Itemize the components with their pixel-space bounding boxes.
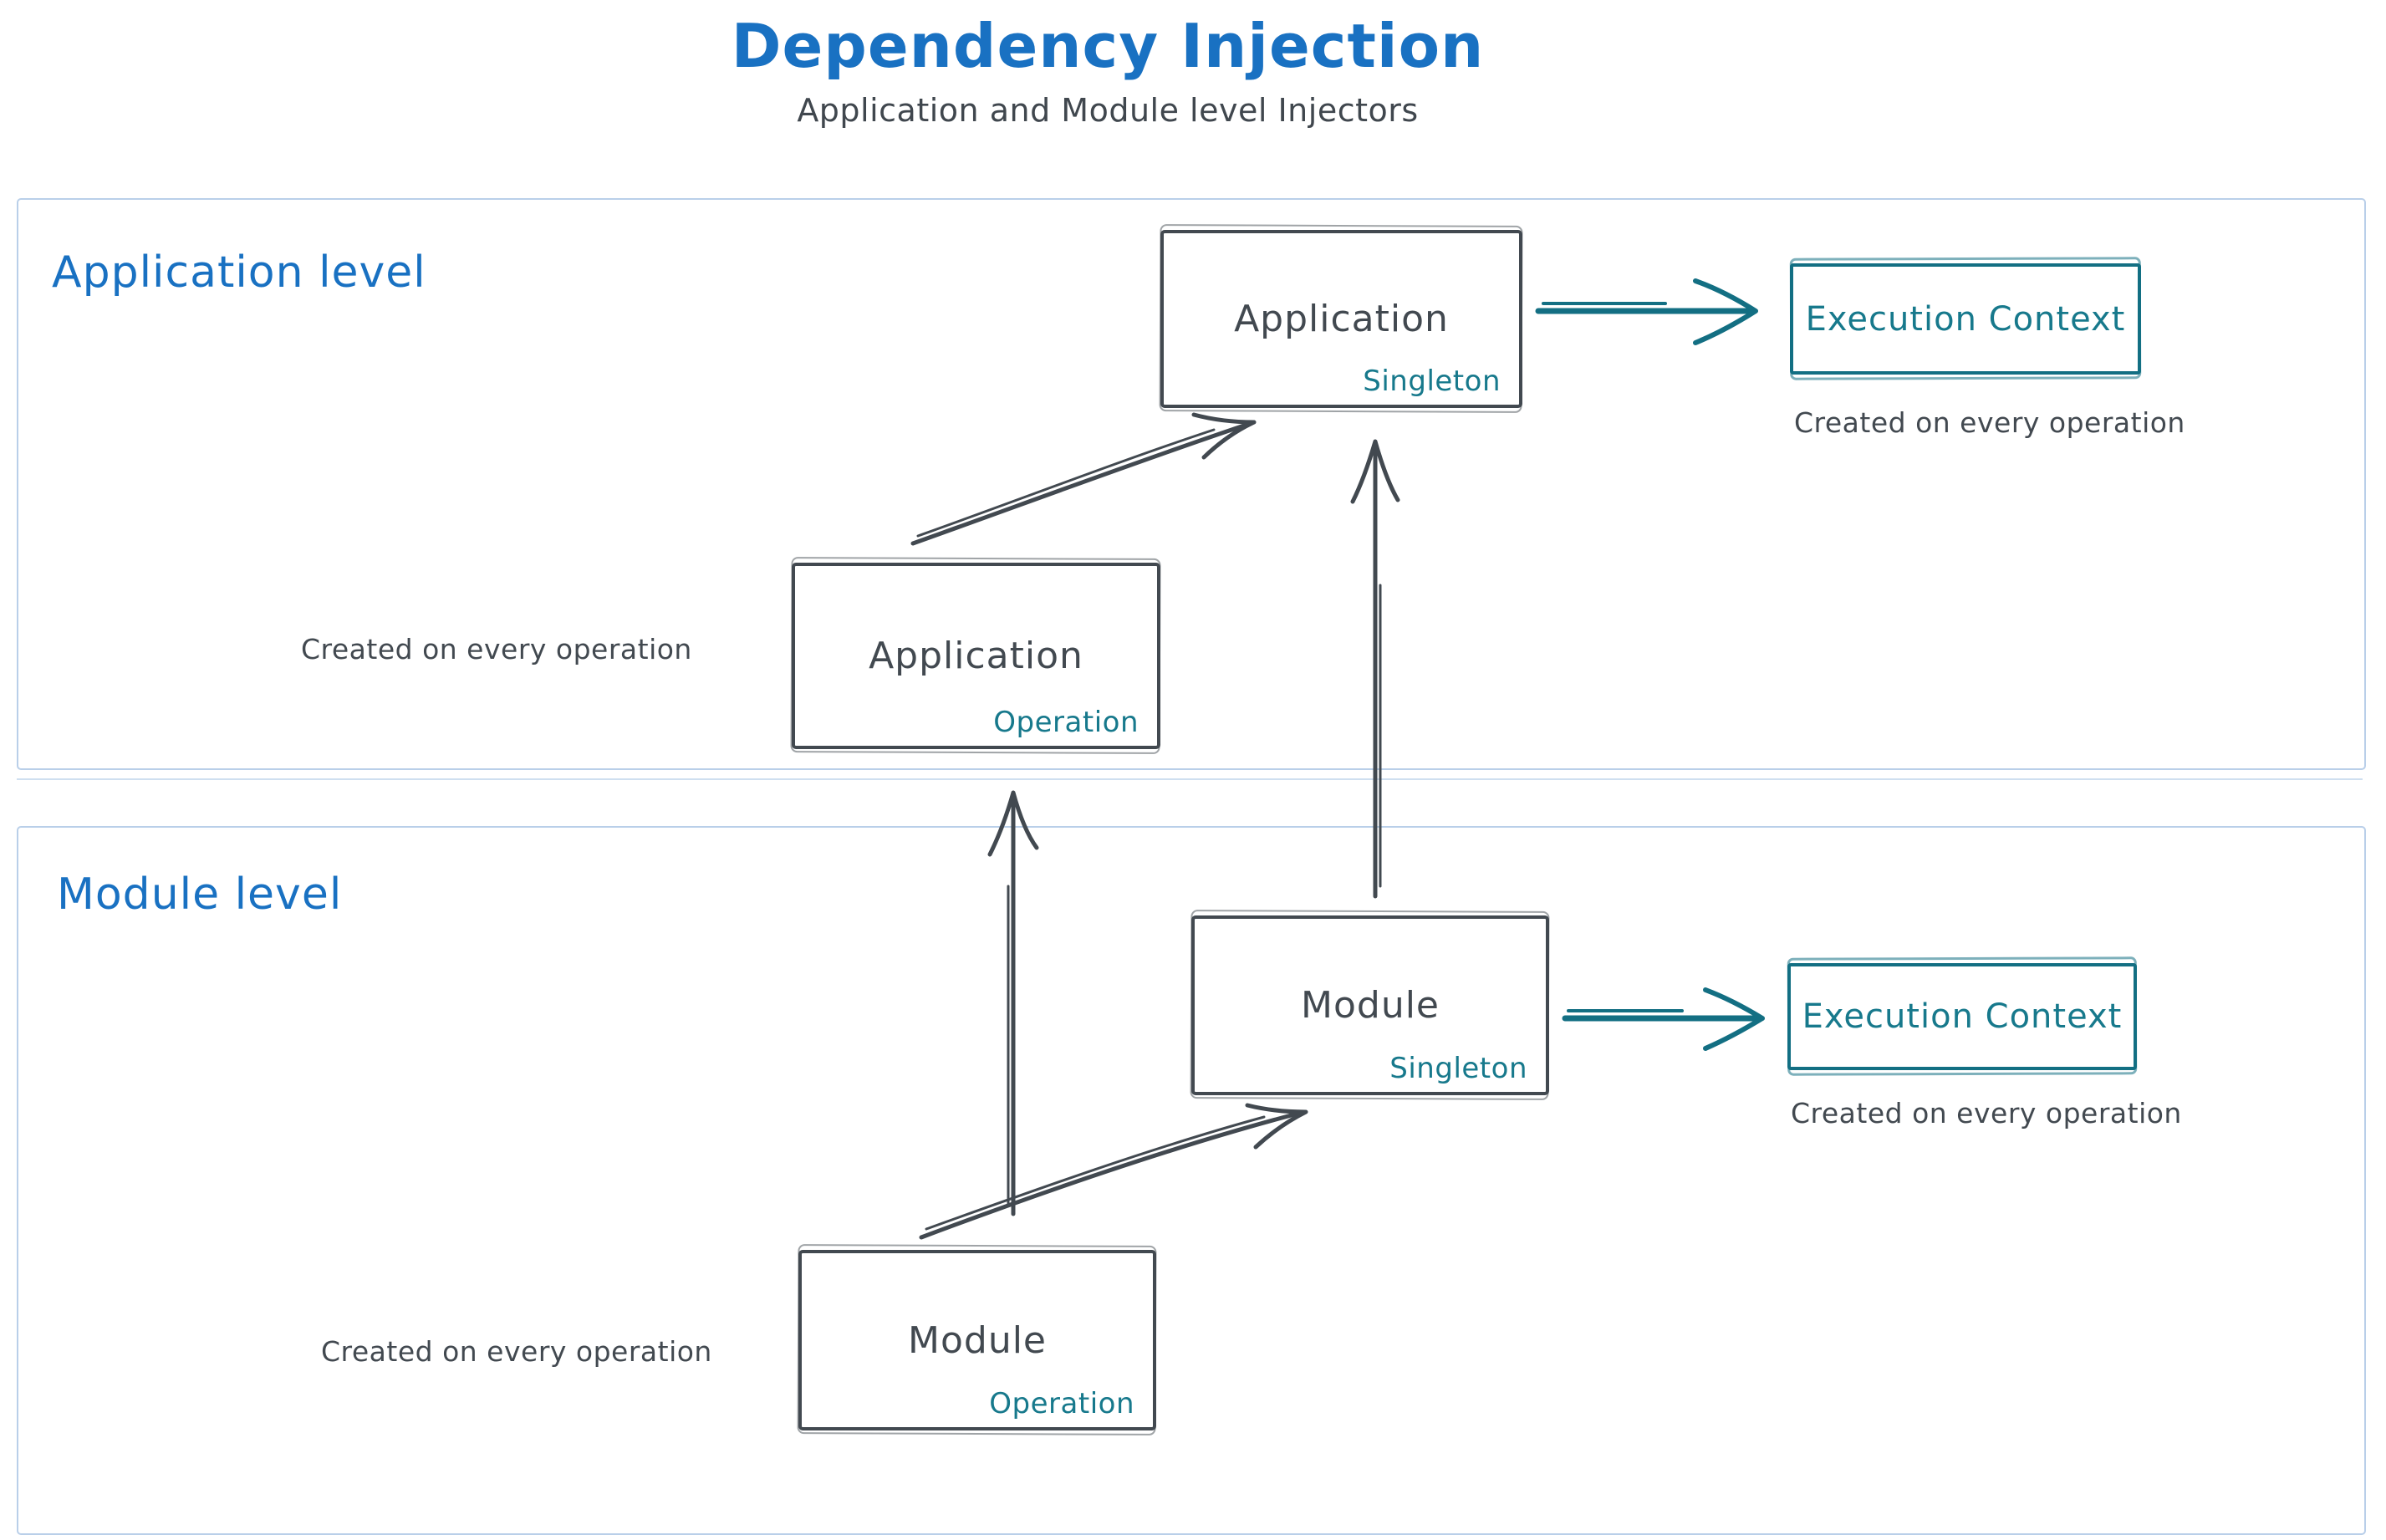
- application-level-container-sketch-line: [17, 778, 2363, 780]
- module-operation-caption: Created on every operation: [321, 1335, 712, 1368]
- module-execution-context-label: Execution Context: [1802, 997, 2123, 1036]
- app-execution-context-label: Execution Context: [1805, 299, 2126, 339]
- app-operation-caption: Created on every operation: [301, 633, 692, 665]
- app-execution-context-caption: Created on every operation: [1794, 406, 2185, 439]
- application-level-label: Application level: [52, 247, 426, 298]
- app-execution-context-node: Execution Context: [1790, 263, 2141, 375]
- module-operation-node: Module Operation: [798, 1250, 1156, 1430]
- module-execution-context-node: Execution Context: [1787, 963, 2137, 1070]
- module-operation-title: Module: [908, 1318, 1047, 1362]
- module-level-container: [17, 826, 2366, 1535]
- module-singleton-tag: Singleton: [1389, 1052, 1527, 1085]
- diagram-subtitle: Application and Module level Injectors: [797, 92, 1419, 129]
- module-singleton-title: Module: [1301, 984, 1440, 1027]
- module-singleton-node: Module Singleton: [1191, 915, 1549, 1095]
- app-singleton-node: Application Singleton: [1160, 230, 1522, 408]
- app-operation-tag: Operation: [993, 706, 1139, 739]
- app-operation-title: Application: [869, 635, 1083, 677]
- app-operation-node: Application Operation: [792, 563, 1160, 749]
- diagram-header: Dependency Injection Application and Mod…: [0, 8, 2215, 129]
- application-level-container: [17, 198, 2366, 770]
- module-execution-context-caption: Created on every operation: [1791, 1097, 2182, 1130]
- app-singleton-tag: Singleton: [1363, 365, 1501, 398]
- module-operation-tag: Operation: [989, 1387, 1134, 1420]
- diagram-title: Dependency Injection: [731, 11, 1485, 81]
- app-singleton-title: Application: [1234, 298, 1449, 340]
- module-level-label: Module level: [57, 869, 343, 920]
